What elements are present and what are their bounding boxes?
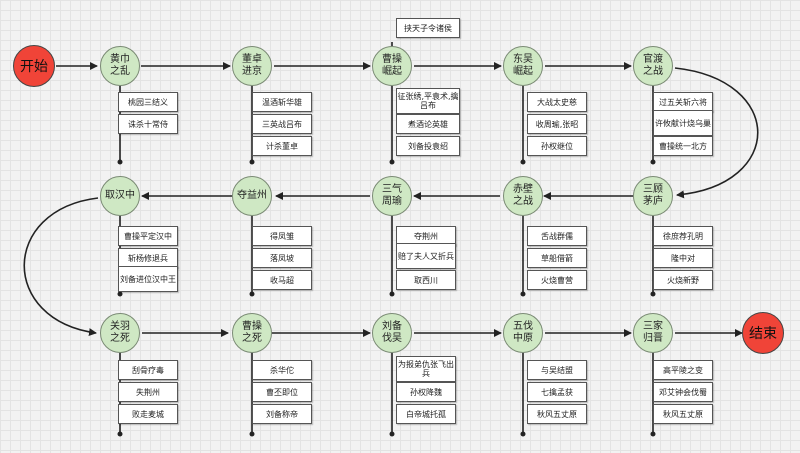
note-dongzhuo-1: 温酒斩华雄 [252, 92, 312, 112]
node-caocao-rise: 曹操 崛起 [372, 46, 412, 86]
note-liubei-2: 孙权降魏 [396, 382, 456, 402]
note-sangu-1: 徐庶荐孔明 [653, 226, 713, 246]
node-sangu: 三顾 茅庐 [633, 176, 673, 216]
start-node: 开始 [13, 45, 55, 87]
node-sanqi: 三气 周瑜 [372, 176, 412, 216]
end-node: 结束 [742, 312, 784, 354]
note-sanqi-2: 赔了夫人又折兵 [396, 243, 456, 269]
note-top: 挟天子令诸侯 [396, 18, 460, 38]
note-caocao-rise-1: 征张绣,平袁术,擒吕布 [396, 88, 460, 114]
note-sangu-2: 隆中对 [653, 248, 713, 268]
note-guanyu-3: 败走麦城 [118, 404, 178, 424]
note-huangjin-2: 诛杀十常侍 [118, 114, 178, 134]
note-chibi-3: 火烧曹营 [527, 270, 587, 290]
node-hanzhong: 取汉中 [100, 176, 140, 216]
note-sangu-3: 火烧新野 [653, 270, 713, 290]
note-huangjin-1: 桃园三结义 [118, 92, 178, 112]
note-sanjia-1: 高平陵之变 [653, 360, 713, 380]
note-yizhou-2: 落凤坡 [252, 248, 312, 268]
note-liubei-1: 为报弟仇张飞出兵 [396, 356, 456, 382]
note-dongzhuo-2: 三英战吕布 [252, 114, 312, 134]
node-liubei: 刘备 伐吴 [372, 313, 412, 353]
note-wufa-1: 与吴结盟 [527, 360, 587, 380]
node-dongzhuo: 董卓 进京 [232, 46, 272, 86]
note-chibi-2: 草船借箭 [527, 248, 587, 268]
note-caocao-death-1: 杀华佗 [252, 360, 312, 380]
note-sanqi-3: 取西川 [396, 270, 456, 290]
node-dongwu: 东吴 崛起 [503, 46, 543, 86]
node-sanjia: 三家 归晋 [633, 313, 673, 353]
note-dongwu-2: 收周瑜,张昭 [527, 114, 587, 134]
note-hanzhong-3: 刘备进位汉中王 [118, 266, 178, 292]
note-hanzhong-2: 斩杨修退兵 [118, 248, 178, 268]
note-sanjia-2: 邓艾钟会伐蜀 [653, 382, 713, 402]
note-guandu-3: 曹操统一北方 [653, 136, 713, 156]
note-dongwu-1: 大战太史慈 [527, 92, 587, 112]
note-wufa-2: 七擒孟获 [527, 382, 587, 402]
node-guandu: 官渡 之战 [633, 46, 673, 86]
note-caocao-rise-2: 煮酒论英雄 [396, 114, 460, 134]
note-guanyu-1: 刮骨疗毒 [118, 360, 178, 380]
note-caocao-rise-3: 刘备投袁绍 [396, 136, 460, 156]
note-chibi-1: 舌战群儒 [527, 226, 587, 246]
note-yizhou-3: 收马超 [252, 270, 312, 290]
note-wufa-3: 秋风五丈原 [527, 404, 587, 424]
node-caocao-death: 曹操 之死 [232, 313, 272, 353]
note-yizhou-1: 得凤雏 [252, 226, 312, 246]
note-liubei-3: 白帝城托孤 [396, 404, 456, 424]
node-yizhou: 夺益州 [232, 176, 272, 216]
note-guanyu-2: 失荆州 [118, 382, 178, 402]
note-sanjia-3: 秋风五丈原 [653, 404, 713, 424]
note-caocao-death-2: 曹丕即位 [252, 382, 312, 402]
note-dongzhuo-3: 计杀董卓 [252, 136, 312, 156]
note-guandu-2: 许攸献计烧乌巢 [653, 110, 713, 136]
note-caocao-death-3: 刘备称帝 [252, 404, 312, 424]
node-huangjin: 黄巾 之乱 [100, 46, 140, 86]
note-hanzhong-1: 曹操平定汉中 [118, 226, 178, 246]
note-guandu-1: 过五关斩六将 [653, 92, 713, 112]
node-guanyu: 关羽 之死 [100, 313, 140, 353]
node-chibi: 赤壁 之战 [503, 176, 543, 216]
note-dongwu-3: 孙权继位 [527, 136, 587, 156]
node-wufa: 五伐 中原 [503, 313, 543, 353]
